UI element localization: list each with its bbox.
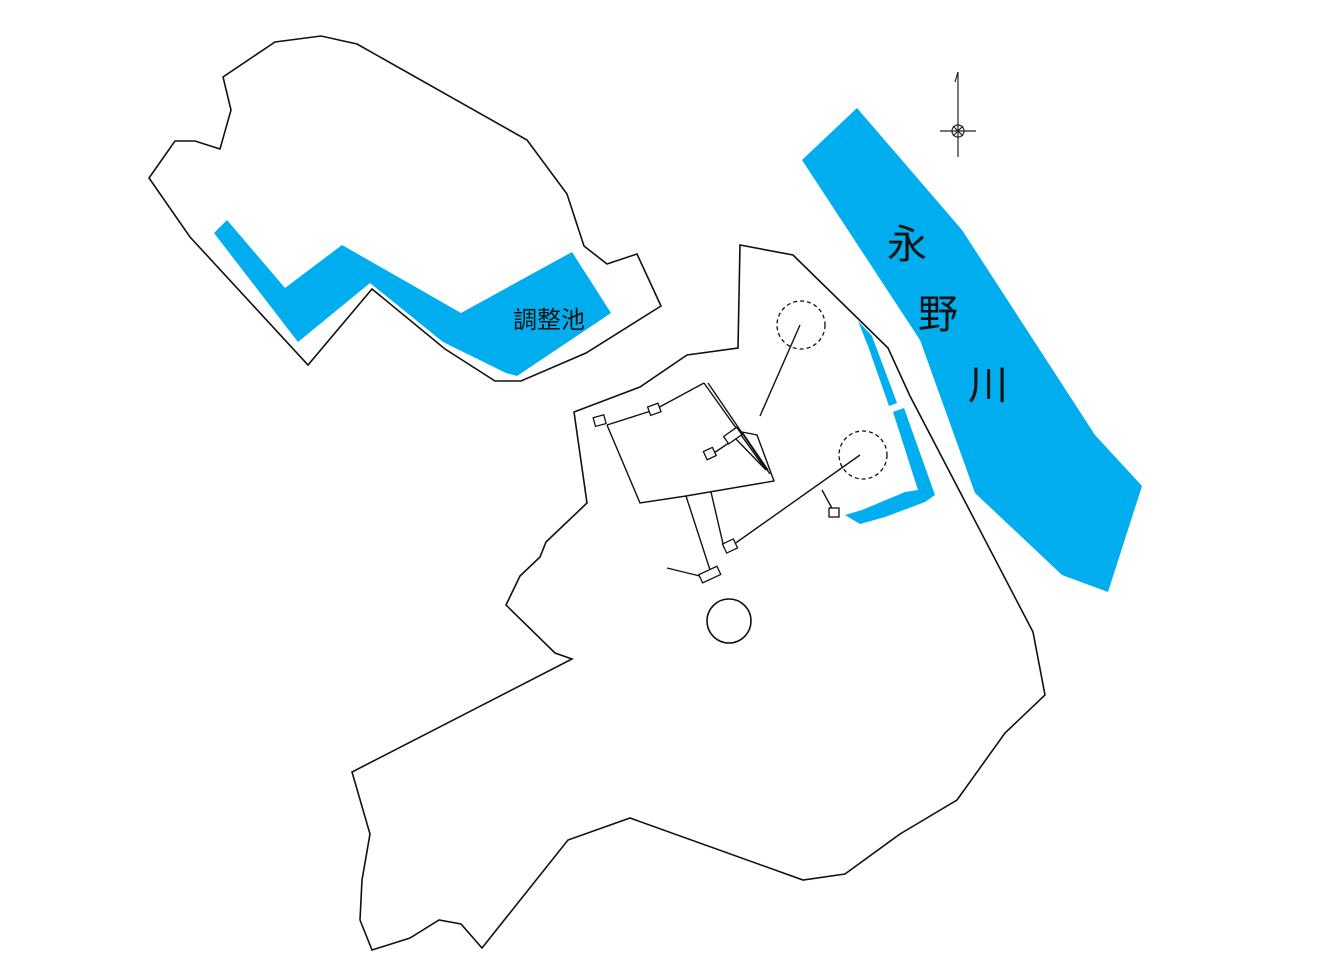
channel-upper: [858, 321, 897, 406]
retention-pond: [214, 220, 611, 376]
solid-circle-feature: [706, 598, 752, 644]
pond-label: 調整池: [513, 306, 585, 334]
main-parcel: [351, 244, 1046, 951]
dashed-circle-lower: [838, 430, 888, 480]
channel-lower: [845, 408, 935, 524]
facility-network: [592, 324, 861, 584]
inlet-box-4: [722, 426, 743, 445]
north-arrow-icon: [940, 71, 976, 157]
inlet-box-2: [646, 402, 662, 417]
river-label-3: 川: [968, 363, 1008, 409]
river: [802, 108, 1142, 592]
dashed-circle-upper: [776, 300, 826, 350]
inlet-box-5: [721, 538, 739, 554]
river-label-1: 永: [887, 222, 927, 268]
river-label-2: 野: [918, 292, 958, 338]
inlet-box-3: [702, 446, 718, 461]
inlet-box-1: [592, 414, 607, 428]
inlet-box-6: [828, 507, 840, 518]
inlet-box-7: [697, 565, 722, 584]
